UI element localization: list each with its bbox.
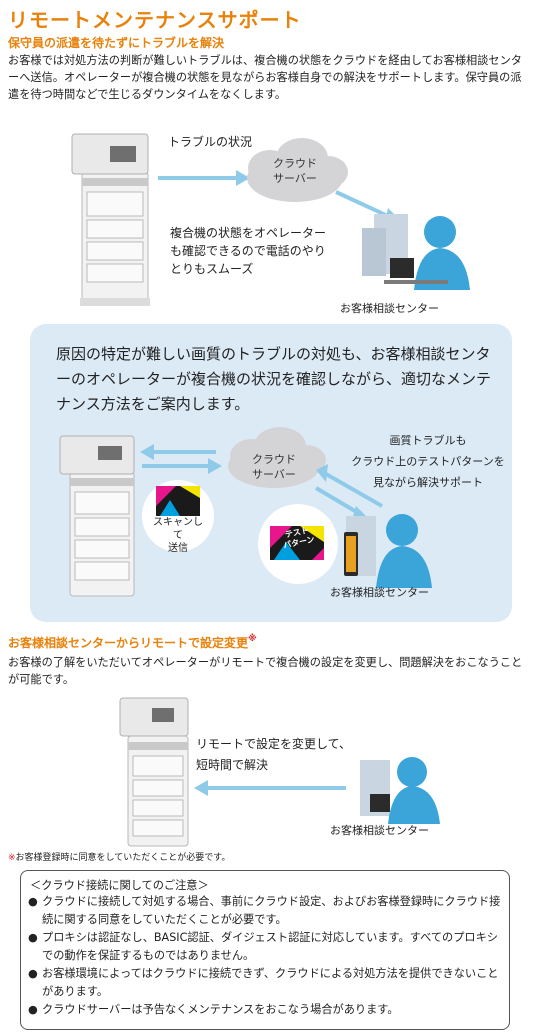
list-item: ● お客様環境によってはクラウドに接続できず、クラウドによる対処方法を提供できない…	[28, 965, 506, 1001]
section2-caption: リモートで設定を変更して、 短時間で解決	[196, 737, 352, 772]
scan-label: スキャンして 送信	[153, 517, 203, 554]
note-text: お客様環境によってはクラウドに接続できず、クラウドによる対処方法を提供できないこ…	[42, 967, 499, 998]
footnote-text: お客様登録時に同意をしていただくことが必要です。	[15, 853, 231, 863]
bullet-icon: ●	[28, 1003, 38, 1016]
support-center-label: お客様相談センター	[330, 824, 429, 837]
section2-diagram	[119, 697, 440, 847]
bullet-icon: ●	[28, 931, 38, 944]
operator-icon	[362, 214, 470, 290]
page-title: リモートメンテナンスサポート	[8, 8, 302, 32]
section1-heading: 保守員の派遣を待たずにトラブルを解決	[8, 36, 225, 50]
highlight-text: 原因の特定が難しい画質のトラブルの対処も、お客様相談センターのオペレーターが複合…	[56, 345, 492, 413]
list-item: ● クラウドサーバーは予告なくメンテナンスをおこなう場合があります。	[28, 1001, 506, 1019]
notes-list: ● クラウドに接続して対処する場合、事前にクラウド設定、およびお客様登録時にクラウ…	[28, 893, 506, 1019]
notes-title: ＜クラウド接続に関してのご注意＞	[30, 879, 209, 892]
printer-icon	[71, 133, 150, 306]
section2-heading: お客様相談センターからリモートで設定変更※	[8, 634, 257, 651]
cloud-icon	[247, 138, 348, 202]
arrow-icon	[142, 458, 222, 474]
cloud-server-label: クラウド サーバー	[273, 157, 317, 185]
bullet-icon: ●	[28, 895, 38, 908]
highlight-right-note: 画質トラブルも クラウド上のテストパターンを 見ながら解決サポート	[351, 434, 505, 489]
section1-caption: 複合機の状態をオペレーター も確認できるので電話のやり とりもスムーズ	[170, 226, 327, 276]
test-pattern-icon	[258, 504, 338, 584]
operator-icon	[344, 514, 432, 588]
arrow-icon	[316, 464, 383, 508]
footnote: ※お客様登録時に同意をしていただくことが必要です。	[8, 850, 230, 863]
support-center-label: お客様相談センター	[330, 586, 429, 599]
arrow-icon	[194, 780, 346, 796]
section2-heading-text: お客様相談センターからリモートで設定変更	[8, 636, 249, 650]
arrow-icon	[140, 444, 216, 460]
operator-icon	[360, 757, 440, 824]
note-text: プロキシは認証なし、BASIC認証、ダイジェスト認証に対応しています。すべてのプ…	[42, 931, 498, 962]
arrow-label-trouble: トラブルの状況	[168, 135, 253, 149]
note-text: クラウドに接続して対処する場合、事前にクラウド設定、およびお客様登録時にクラウド…	[42, 895, 501, 926]
test-pattern-icon	[142, 480, 214, 552]
section1-body: お客様では対処方法の判断が難しいトラブルは、複合機の状態をクラウドを経由してお客…	[8, 54, 522, 101]
section2-heading-mark: ※	[248, 634, 257, 644]
notes-box	[20, 870, 510, 1030]
note-text: クラウドサーバーは予告なくメンテナンスをおこなう場合があります。	[42, 1003, 399, 1016]
support-center-label: お客様相談センター	[340, 302, 439, 315]
printer-icon	[119, 697, 189, 847]
section2-body: お客様の了解をいただいてオペレーターがリモートで複合機の設定を変更し、問題解決を…	[8, 656, 523, 686]
list-item: ● プロキシは認証なし、BASIC認証、ダイジェスト認証に対応しています。すべての…	[28, 929, 506, 965]
section1-diagram	[71, 133, 470, 306]
printer-icon	[59, 435, 135, 597]
cloud-icon	[228, 427, 326, 488]
highlight-diagram	[59, 427, 432, 597]
footnote-mark: ※	[8, 853, 16, 863]
bullet-icon: ●	[28, 967, 38, 980]
list-item: ● クラウドに接続して対処する場合、事前にクラウド設定、およびお客様登録時にクラウ…	[28, 893, 506, 929]
arrow-icon	[158, 170, 250, 186]
cloud-server-label: クラウド サーバー	[252, 453, 296, 481]
